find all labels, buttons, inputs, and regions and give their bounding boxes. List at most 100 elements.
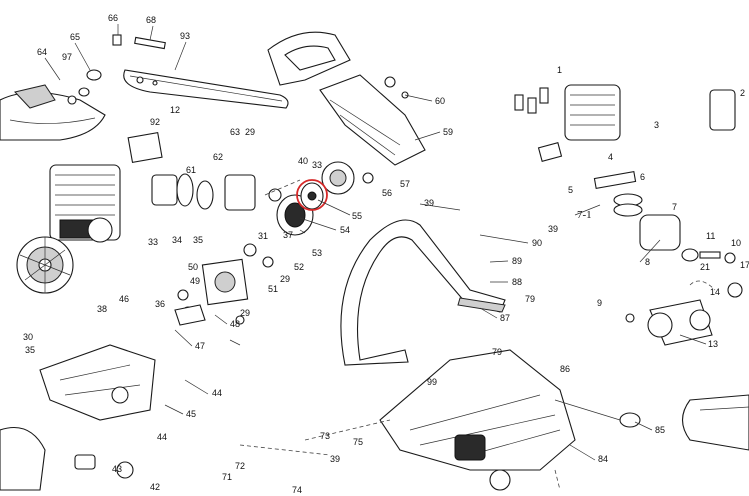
callout-3: 3 [654,120,659,130]
callout-4: 4 [608,152,613,162]
callout-93: 93 [180,31,190,41]
callout-88: 88 [512,277,522,287]
callout-68: 68 [146,15,156,25]
callout-6: 6 [640,172,645,182]
callout-12: 12 [170,105,180,115]
callout-85: 85 [655,425,665,435]
callout-60: 60 [435,96,445,106]
callout-21: 21 [700,262,710,272]
callout-31: 31 [258,231,268,241]
callout-39c: 39 [330,454,340,464]
front-handlebar [340,219,506,366]
callout-17: 17 [740,260,749,270]
callout-51: 51 [268,284,278,294]
assembly-lines [229,179,561,491]
piston-parts [593,170,736,264]
callout-29c: 29 [240,308,250,318]
callout-54: 54 [340,225,350,235]
callout-42: 42 [150,482,160,492]
callout-49: 49 [190,276,200,286]
callout-34: 34 [172,235,182,245]
callout-64: 64 [37,47,47,57]
crankcase-left [39,344,156,421]
callout-57: 57 [400,179,410,189]
callout-56: 56 [382,188,392,198]
callout-90: 90 [532,238,542,248]
callout-9: 9 [597,298,602,308]
callout-92: 92 [150,117,160,127]
callout-61: 61 [186,165,196,175]
callout-36: 36 [155,299,165,309]
callout-8: 8 [645,257,650,267]
callout-labels: 66 68 93 65 64 97 60 59 92 12 63 29 62 6… [23,13,749,495]
callout-47: 47 [195,341,205,351]
callout-5: 5 [568,185,573,195]
highlighted-part-marker [296,179,328,211]
callout-89: 89 [512,256,522,266]
callout-63: 63 [230,127,240,137]
cylinder-right [514,84,736,163]
chain-bar-right [681,394,749,451]
callout-1: 1 [557,65,562,75]
clutch-assembly [276,161,374,236]
callout-leaders [44,24,707,461]
callout-35: 35 [193,235,203,245]
callout-40: 40 [298,156,308,166]
callout-38: 38 [97,304,107,314]
callout-30: 30 [23,332,33,342]
callout-73: 73 [320,431,330,441]
callout-52: 52 [294,262,304,272]
callout-46: 46 [119,294,129,304]
callout-44b: 44 [157,432,167,442]
ignition-module [174,243,274,326]
callout-99: 99 [427,377,437,387]
starter-housing [0,426,134,491]
callout-66: 66 [108,13,118,23]
callout-7-1: 7-1 [577,209,592,221]
callout-71: 71 [222,472,232,482]
callout-14: 14 [710,287,720,297]
callout-29b: 29 [280,274,290,284]
callout-11: 11 [706,231,715,241]
callout-62: 62 [213,152,223,162]
callout-74: 74 [292,485,302,495]
callout-7: 7 [672,202,677,212]
callout-39b: 39 [548,224,558,234]
callout-29a: 29 [245,127,255,137]
callout-35b: 35 [25,345,35,355]
callout-2: 2 [740,88,745,98]
callout-75: 75 [353,437,363,447]
callout-59: 59 [443,127,453,137]
callout-79b: 79 [492,347,502,357]
callout-10: 10 [731,238,741,248]
flywheel [16,236,74,294]
callout-48: 48 [230,319,240,329]
callout-39a: 39 [424,198,434,208]
guide-bar [123,69,289,109]
callout-84: 84 [598,454,608,464]
callout-44: 44 [212,388,222,398]
callout-45: 45 [186,409,196,419]
callout-37: 37 [283,230,293,240]
crankshaft [625,280,743,346]
engine-cylinder-left [49,131,163,243]
callout-43: 43 [112,464,122,474]
callout-79a: 79 [525,294,535,304]
chain-brake-handle [267,31,426,166]
callout-97: 97 [62,52,72,62]
callout-87: 87 [500,313,510,323]
callout-13: 13 [708,339,718,349]
callout-50: 50 [188,262,198,272]
top-cover [0,84,106,141]
callout-65: 65 [70,32,80,42]
carburetor-parts [151,173,282,211]
callout-33a: 33 [312,160,322,170]
fasteners-top [67,34,166,105]
callout-86: 86 [560,364,570,374]
callout-53: 53 [312,248,322,258]
callout-55: 55 [352,211,362,221]
callout-72: 72 [235,461,245,471]
rear-handle-housing [379,349,641,491]
callout-33b: 33 [148,237,158,247]
